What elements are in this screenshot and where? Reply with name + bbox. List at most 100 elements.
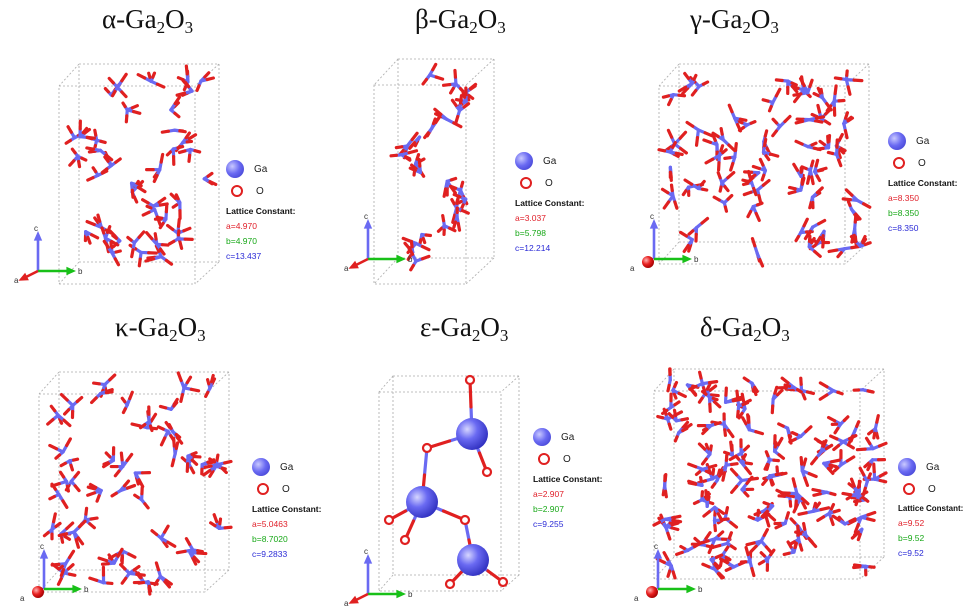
bond	[786, 540, 793, 549]
bond	[179, 393, 185, 403]
bond	[763, 462, 769, 471]
bond	[677, 391, 687, 399]
bond	[700, 187, 709, 192]
lattice-title: Lattice Constant:	[515, 198, 585, 208]
bond	[176, 217, 181, 228]
bond	[741, 453, 747, 461]
bond	[816, 515, 826, 523]
bond	[744, 545, 750, 557]
bond	[77, 159, 82, 169]
bond	[831, 514, 841, 522]
bond	[450, 197, 456, 206]
bond	[812, 146, 822, 152]
o-atom	[421, 442, 433, 454]
bond	[153, 578, 160, 587]
bond	[673, 400, 681, 407]
axis-label-c: c	[364, 547, 368, 556]
axis-label-c: c	[34, 224, 38, 233]
bond	[760, 173, 766, 182]
bond	[205, 76, 215, 82]
axis-label-a: a	[634, 594, 639, 603]
axis-triad-beta: cba	[344, 212, 413, 273]
bond	[468, 82, 478, 91]
bond	[420, 244, 431, 252]
bond	[841, 491, 853, 497]
bond	[856, 479, 862, 489]
bond	[120, 576, 128, 585]
axis-label-a: a	[14, 276, 19, 285]
crystal-epsilon	[378, 374, 520, 592]
bond	[719, 144, 725, 153]
bond	[705, 382, 712, 391]
bond	[808, 78, 814, 89]
bond	[138, 422, 147, 430]
bond	[787, 185, 797, 191]
bond	[780, 376, 790, 385]
bond	[661, 94, 671, 99]
bond	[185, 375, 193, 385]
bond	[456, 221, 462, 232]
bond	[185, 139, 194, 144]
bond	[441, 82, 452, 87]
bond	[829, 502, 836, 511]
bond	[708, 444, 713, 452]
bond	[759, 551, 766, 558]
lattice-c: c=9.52	[898, 548, 924, 558]
bond	[711, 134, 717, 142]
unit-cell-edge	[378, 574, 394, 592]
bond	[771, 129, 778, 138]
bond	[801, 501, 807, 510]
bond	[790, 431, 799, 437]
bond	[54, 521, 62, 529]
bond	[190, 458, 199, 466]
bond	[861, 202, 872, 209]
bond	[854, 498, 859, 507]
bond	[733, 141, 738, 152]
bond	[703, 131, 714, 138]
bond	[752, 186, 758, 197]
bond	[783, 114, 792, 124]
bond	[685, 120, 695, 128]
unit-cell-edge	[373, 84, 467, 285]
axis-triad-epsilon: cba	[344, 547, 413, 608]
bond	[807, 536, 814, 544]
bond	[832, 508, 841, 514]
c-axis-head	[33, 231, 43, 241]
bond	[727, 531, 733, 540]
bond	[130, 248, 135, 259]
bond	[401, 236, 412, 243]
bond	[120, 72, 128, 83]
bond	[205, 378, 211, 386]
bond	[137, 580, 146, 585]
bond	[89, 516, 99, 521]
bond	[404, 155, 412, 161]
bond	[673, 380, 679, 389]
bond	[93, 216, 100, 225]
lattice-c: c=8.350	[888, 223, 919, 233]
bond	[114, 157, 122, 164]
o-atom-icon	[520, 177, 532, 189]
bond	[711, 396, 719, 402]
bond	[806, 229, 813, 238]
lattice-a: a=3.037	[515, 213, 546, 223]
bond	[667, 422, 673, 431]
bond	[745, 541, 756, 547]
bond	[409, 263, 415, 272]
bond	[827, 248, 839, 254]
bond	[57, 564, 64, 571]
bond	[861, 490, 869, 496]
lattice-a: a=8.350	[888, 193, 919, 203]
bond	[729, 467, 739, 477]
unit-cell-edge	[58, 63, 80, 87]
bond	[853, 530, 860, 537]
bond	[91, 166, 98, 174]
unit-cell-edge	[397, 58, 495, 259]
bond	[184, 537, 192, 546]
bond	[448, 184, 458, 190]
bond	[680, 417, 690, 422]
bond	[716, 171, 722, 180]
bond	[50, 482, 61, 488]
bond	[667, 412, 675, 419]
bond	[409, 239, 414, 249]
bond	[136, 185, 147, 194]
